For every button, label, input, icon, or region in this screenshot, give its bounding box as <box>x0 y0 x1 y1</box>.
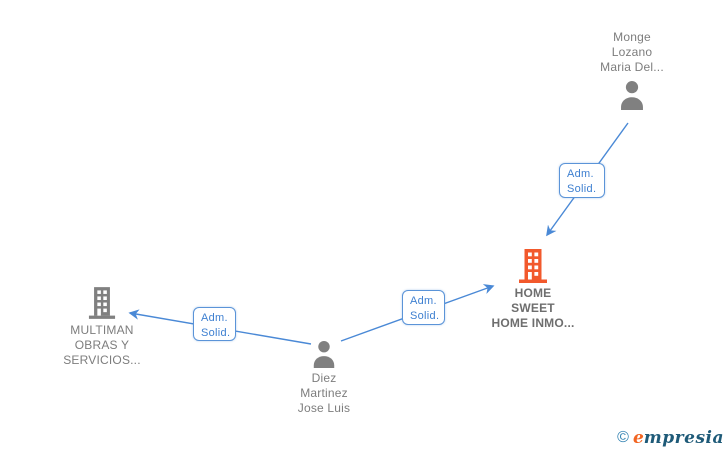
edge-label-monge-to-home[interactable]: Adm. Solid. <box>559 163 605 198</box>
empresia-logo-e: e <box>632 428 644 448</box>
building-icon <box>518 249 548 283</box>
node-home-sweet-home-label: HOME SWEET HOME INMO... <box>491 286 574 331</box>
edge-label-line: Solid. <box>410 310 440 322</box>
node-monge-label: Monge Lozano Maria Del... <box>600 30 664 75</box>
edge-label-diez-to-home[interactable]: Adm. Solid. <box>402 290 445 325</box>
node-label-line: Martinez <box>300 386 348 400</box>
node-label-line: MULTIMAN <box>70 323 134 337</box>
node-label-line: SWEET <box>511 301 555 315</box>
node-label-line: HOME <box>514 286 552 300</box>
node-label-line: HOME INMO... <box>491 316 575 330</box>
node-label-line: Monge <box>613 30 651 44</box>
person-icon <box>311 340 337 368</box>
edge-label-diez-to-multiman[interactable]: Adm. Solid. <box>193 307 236 341</box>
node-label-line: Maria Del... <box>600 60 664 74</box>
empresia-logo-text: mpresia <box>643 428 724 448</box>
node-label-line: Lozano <box>611 45 653 59</box>
node-label-line: OBRAS Y <box>74 338 130 352</box>
copyright-icon: © <box>617 429 629 446</box>
edge-label-line: Adm. <box>410 295 437 307</box>
building-icon <box>88 286 116 320</box>
node-home-sweet-home[interactable]: HOME SWEET HOME INMO... <box>473 249 593 331</box>
node-diez-martinez[interactable]: Diez Martinez Jose Luis <box>264 340 384 416</box>
node-multiman-label: MULTIMAN OBRAS Y SERVICIOS... <box>63 323 141 368</box>
node-monge-lozano[interactable]: Monge Lozano Maria Del... <box>572 30 692 110</box>
edge-label-line: Adm. <box>567 168 594 180</box>
node-label-line: Jose Luis <box>297 401 351 415</box>
edge-label-line: Adm. <box>201 312 228 324</box>
node-multiman[interactable]: MULTIMAN OBRAS Y SERVICIOS... <box>42 286 162 368</box>
edge-label-line: Solid. <box>567 183 597 195</box>
node-label-line: SERVICIOS... <box>63 353 141 367</box>
node-diez-martinez-label: Diez Martinez Jose Luis <box>298 371 351 416</box>
person-icon <box>618 80 646 110</box>
node-label-line: Diez <box>311 371 337 385</box>
empresia-logo[interactable]: ©empresia <box>617 428 724 448</box>
edge-label-line: Solid. <box>201 327 231 339</box>
